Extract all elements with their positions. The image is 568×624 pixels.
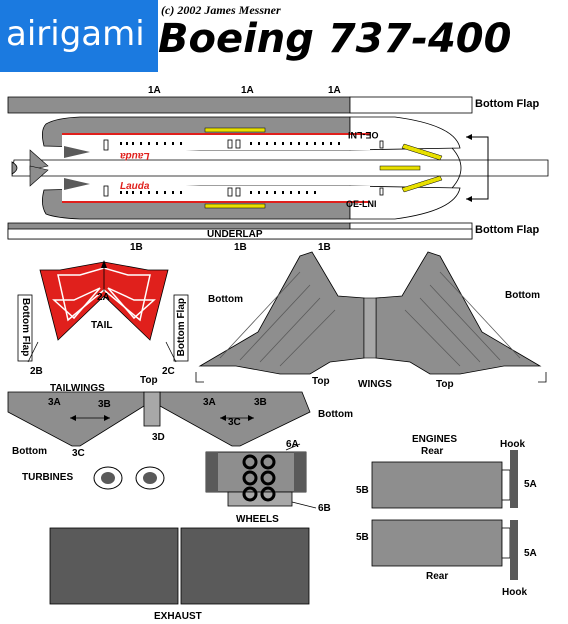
livery-text: Lauda bbox=[120, 181, 150, 192]
bottom-flap-label: Bottom Flap bbox=[475, 98, 540, 110]
livery-text: Lauda bbox=[120, 150, 150, 161]
turbines-label: TURBINES bbox=[22, 472, 74, 483]
engine-marker-5b: 5B bbox=[356, 532, 369, 543]
tail-flap-label: Bottom Flap bbox=[176, 298, 187, 357]
bottom-flap-label: Bottom Flap bbox=[475, 224, 540, 236]
engine-rear-label: Rear bbox=[421, 446, 444, 457]
engine-marker-5b: 5B bbox=[356, 485, 369, 496]
tailwing-top-label: Top bbox=[140, 375, 158, 386]
wings-label: WINGS bbox=[358, 379, 392, 390]
tailwing-bottom-label: Bottom bbox=[318, 409, 353, 420]
copyright-text: (c) 2002 James Messner bbox=[161, 3, 281, 17]
wings-part bbox=[195, 251, 547, 383]
tail-marker-2c: 2C bbox=[162, 366, 175, 377]
page-title: Boeing 737-400 bbox=[158, 16, 512, 62]
underlap-label: UNDERLAP bbox=[207, 229, 263, 240]
fuselage-marker-1a: 1A bbox=[241, 85, 254, 96]
fuselage-marker-1b: 1B bbox=[234, 242, 247, 253]
tail-flap-label: Bottom Flap bbox=[20, 298, 31, 357]
exhaust-part bbox=[49, 527, 310, 605]
fuselage-marker-1b: 1B bbox=[318, 242, 331, 253]
tailwings-label: TAILWINGS bbox=[50, 383, 105, 394]
wing-top-label: Top bbox=[436, 379, 454, 390]
turbines-part bbox=[93, 466, 165, 490]
wing-top-label: Top bbox=[312, 376, 330, 387]
tailwing-marker-3b: 3B bbox=[98, 399, 111, 410]
exhaust-label: EXHAUST bbox=[154, 611, 202, 622]
tail-marker-2b: 2B bbox=[30, 366, 43, 377]
wing-bottom-label: Bottom bbox=[208, 294, 243, 305]
engines-part bbox=[371, 450, 518, 580]
engine-rear-label: Rear bbox=[426, 571, 449, 582]
engine-marker-5a: 5A bbox=[524, 479, 537, 490]
engine-hook-label: Hook bbox=[502, 587, 527, 598]
wheels-label: WHEELS bbox=[236, 514, 279, 525]
tailwing-marker-3c: 3C bbox=[72, 448, 85, 459]
wing-bottom-label: Bottom bbox=[505, 290, 540, 301]
tailwings-part bbox=[7, 391, 311, 447]
fuselage-marker-1a: 1A bbox=[148, 85, 161, 96]
fuselage-part bbox=[7, 96, 549, 240]
tailwing-marker-3c: 3C bbox=[228, 417, 241, 428]
registration-text: OE-LNI bbox=[348, 130, 379, 140]
airigami-logo: airigami bbox=[0, 0, 158, 72]
tailwing-marker-3d: 3D bbox=[152, 432, 165, 443]
registration-text: OE-LNI bbox=[346, 199, 377, 209]
engines-label: ENGINES bbox=[412, 434, 458, 445]
logo-text: airigami bbox=[6, 14, 145, 54]
tailwing-marker-3a: 3A bbox=[203, 397, 216, 408]
tail-label: TAIL bbox=[91, 320, 113, 331]
wheel-marker-6a: 6A bbox=[286, 439, 299, 450]
tailwing-marker-3b: 3B bbox=[254, 397, 267, 408]
engine-marker-5a: 5A bbox=[524, 548, 537, 559]
tail-part bbox=[17, 260, 189, 363]
fuselage-marker-1a: 1A bbox=[328, 85, 341, 96]
tail-marker-2a: 2A bbox=[97, 292, 110, 303]
engine-hook-label: Hook bbox=[500, 439, 525, 450]
tailwing-marker-3a: 3A bbox=[48, 397, 61, 408]
tailwing-bottom-label: Bottom bbox=[12, 446, 47, 457]
wheel-marker-6b: 6B bbox=[318, 503, 331, 514]
wheels-part bbox=[205, 443, 317, 509]
fuselage-marker-1b: 1B bbox=[130, 242, 143, 253]
